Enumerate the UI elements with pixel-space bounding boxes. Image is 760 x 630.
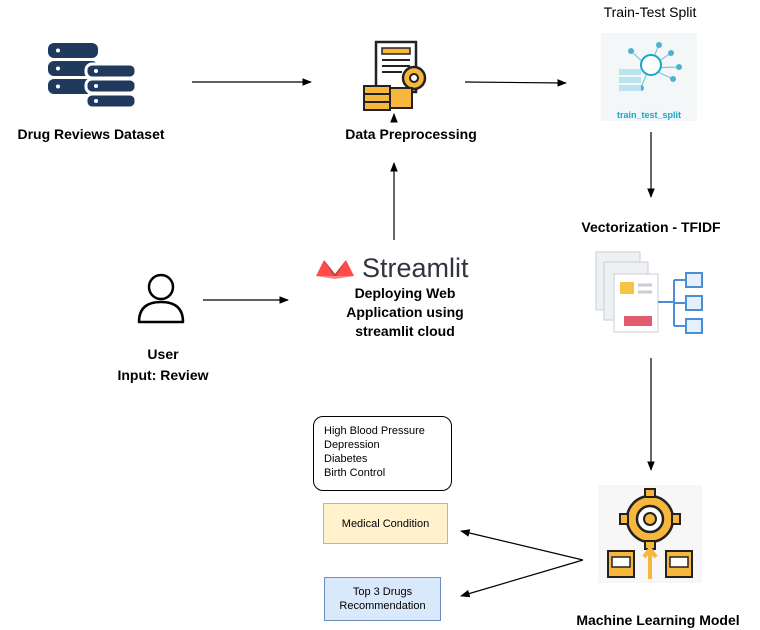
edge-preprocessing-split bbox=[464, 79, 567, 87]
network-icon bbox=[619, 42, 682, 91]
database-icon bbox=[48, 43, 138, 109]
condition-item: High Blood Pressure bbox=[324, 425, 425, 437]
gear-chip-icon bbox=[598, 485, 702, 583]
top-drugs-line2: Recommendation bbox=[339, 600, 426, 612]
edge-ml-drugs bbox=[460, 559, 584, 598]
streamlit-line1: Deploying Web bbox=[354, 285, 456, 301]
streamlit-brand: Streamlit bbox=[362, 253, 469, 283]
dataset-label: Drug Reviews Dataset bbox=[17, 126, 165, 142]
medical-condition-box: Medical Condition bbox=[323, 503, 448, 544]
split-icon-text: train_test_split bbox=[616, 110, 682, 120]
streamlit-logo-icon bbox=[316, 260, 354, 279]
top-drugs-box: Top 3 Drugs Recommendation bbox=[324, 577, 441, 621]
condition-item: Birth Control bbox=[324, 467, 386, 479]
user-icon bbox=[137, 273, 185, 324]
edge-ml-medical bbox=[460, 529, 584, 561]
documents-tree-icon bbox=[595, 251, 703, 334]
split-title: Train-Test Split bbox=[603, 4, 697, 20]
preprocessing-label: Data Preprocessing bbox=[345, 126, 477, 142]
user-label: User bbox=[147, 346, 179, 362]
streamlit-line3: streamlit cloud bbox=[355, 323, 455, 339]
streamlit-line2: Application using bbox=[346, 304, 464, 320]
ml-model-label: Machine Learning Model bbox=[576, 612, 740, 628]
top-drugs-line1: Top 3 Drugs bbox=[352, 586, 413, 598]
vectorization-label: Vectorization - TFIDF bbox=[581, 219, 721, 235]
user-input-label: Input: Review bbox=[117, 367, 209, 383]
document-gear-icon bbox=[363, 40, 427, 111]
conditions-box: High Blood Pressure Depression Diabetes … bbox=[313, 416, 452, 491]
train-test-split-icon: train_test_split bbox=[601, 33, 697, 121]
condition-item: Diabetes bbox=[324, 453, 368, 465]
condition-item: Depression bbox=[324, 439, 380, 451]
